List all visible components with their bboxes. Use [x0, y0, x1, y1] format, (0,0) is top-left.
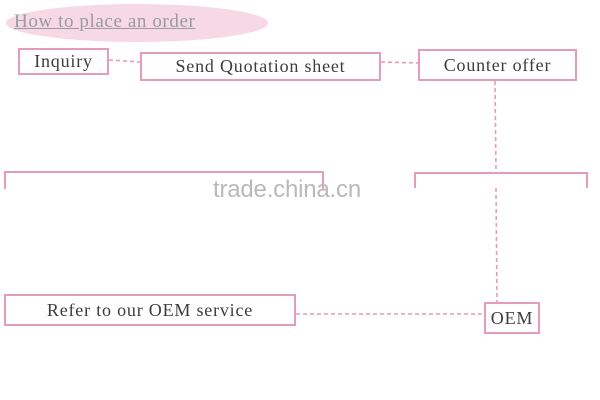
step-oem: OEM [484, 302, 540, 334]
cropped-box-right [414, 172, 588, 188]
step-oem-service: Refer to our OEM service [4, 294, 296, 326]
watermark: trade.china.cn [213, 176, 361, 203]
connector-counter-down [494, 80, 497, 173]
cropped-box-left [4, 171, 324, 189]
connector-inquiry-quotation [108, 59, 141, 63]
connector-branch-down-oem [495, 187, 498, 303]
title-highlight [6, 4, 268, 42]
step-send-quotation-sheet: Send Quotation sheet [140, 52, 381, 81]
connector-quotation-counter [380, 61, 419, 64]
step-inquiry: Inquiry [18, 48, 109, 75]
step-counter-offer: Counter offer [418, 49, 577, 81]
diagram-title: How to place an order [14, 11, 196, 32]
